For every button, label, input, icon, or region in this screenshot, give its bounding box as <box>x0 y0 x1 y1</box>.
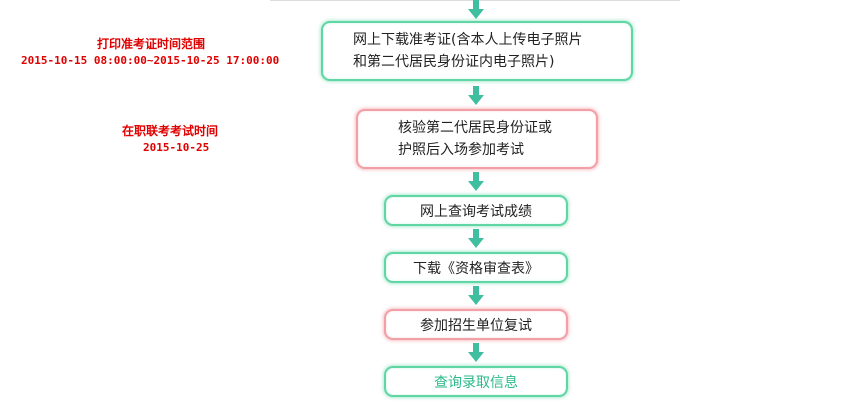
step-text: 核验第二代居民身份证或 <box>398 120 552 136</box>
step-verify-id-exam: 核验第二代居民身份证或 护照后入场参加考试 <box>356 109 598 169</box>
print-ticket-title: 打印准考证时间范围 <box>97 37 206 51</box>
exam-time-title: 在职联考考试时间 <box>122 124 219 138</box>
step-retest: 参加招生单位复试 <box>384 309 568 340</box>
step-text: 参加招生单位复试 <box>420 317 532 334</box>
step-check-admission: 查询录取信息 <box>384 366 568 397</box>
step-check-score: 网上查询考试成绩 <box>384 195 568 226</box>
step-download-review-form: 下载《资格审查表》 <box>384 252 568 283</box>
step-text: 网上查询考试成绩 <box>420 203 532 220</box>
arrow-down-icon <box>468 286 484 305</box>
arrow-down-icon <box>468 86 484 105</box>
step-text: 下载《资格审查表》 <box>413 260 539 277</box>
step-text: 和第二代居民身份证内电子照片) <box>353 54 555 70</box>
step-text: 网上下载准考证(含本人上传电子照片 <box>353 32 583 48</box>
print-ticket-range: 2015-10-15 08:00:00~2015-10-25 17:00:00 <box>21 54 280 67</box>
arrow-down-icon <box>468 0 484 19</box>
step-download-ticket: 网上下载准考证(含本人上传电子照片 和第二代居民身份证内电子照片) <box>321 21 633 81</box>
arrow-down-icon <box>468 343 484 362</box>
step-text: 查询录取信息 <box>434 374 518 391</box>
exam-time-date: 2015-10-25 <box>143 141 210 154</box>
arrow-down-icon <box>468 172 484 191</box>
step-text: 护照后入场参加考试 <box>398 142 524 158</box>
arrow-down-icon <box>468 229 484 248</box>
